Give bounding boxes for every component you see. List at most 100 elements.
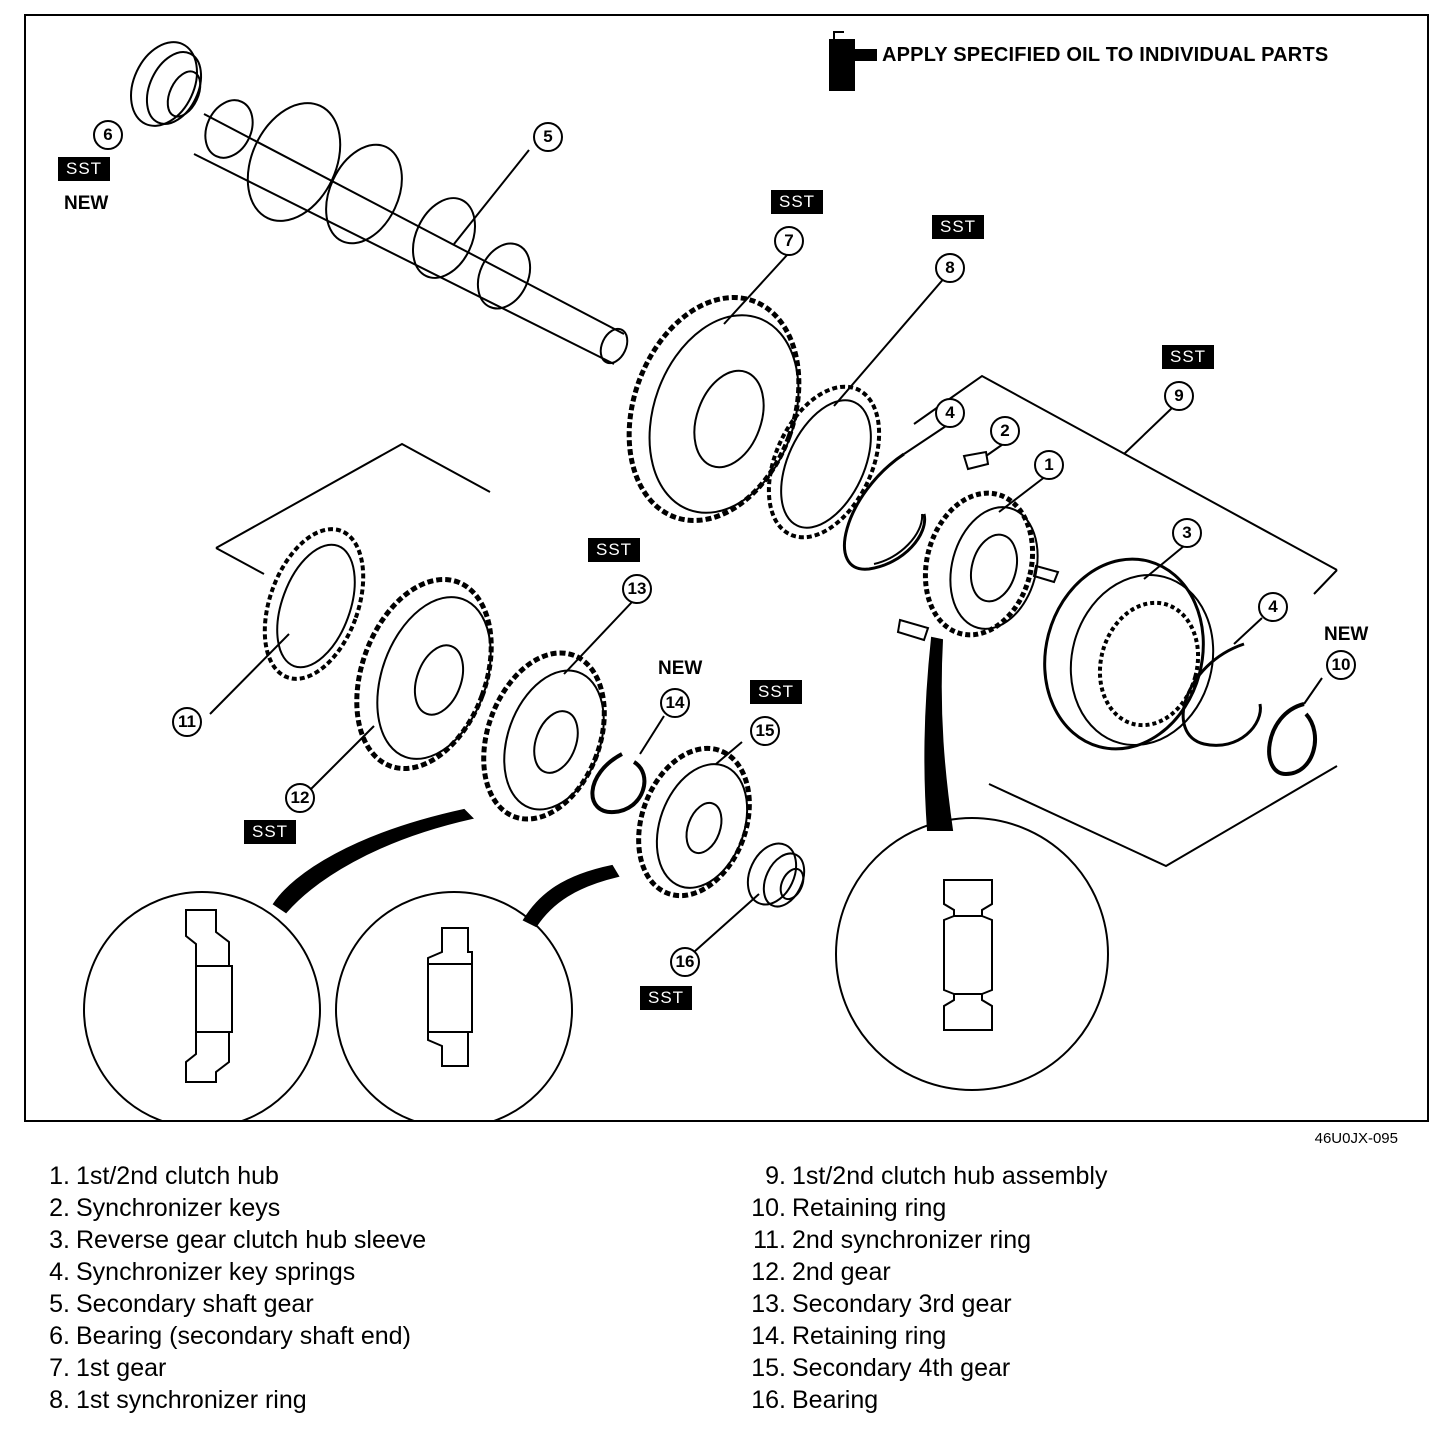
legend-item-text: Reverse gear clutch hub sleeve bbox=[76, 1226, 427, 1254]
callout-12: 12 bbox=[285, 783, 315, 813]
legend-item: 15.Secondary 4th gear bbox=[740, 1352, 1107, 1384]
sst-badge: SST bbox=[1162, 345, 1215, 369]
detail-circle-left bbox=[83, 891, 321, 1122]
key-profile-left bbox=[185, 909, 233, 1083]
legend-item-number: 12. bbox=[751, 1258, 786, 1286]
third-gear-drawing bbox=[481, 650, 607, 822]
sst-badge: SST bbox=[588, 538, 641, 562]
legend-item: 4.Synchronizer key springs bbox=[40, 1256, 426, 1288]
exploded-gear-diagram bbox=[83, 31, 1338, 1122]
legend-item-number: 7. bbox=[49, 1354, 70, 1382]
synchronizer-key-drawing bbox=[962, 450, 990, 471]
callout-6: 6 bbox=[93, 120, 123, 150]
legend-item: 16.Bearing bbox=[740, 1384, 1107, 1416]
sst-badge: SST bbox=[932, 215, 985, 239]
legend-item-text: Secondary 3rd gear bbox=[792, 1290, 1012, 1318]
detail-circle-middle bbox=[335, 891, 573, 1122]
new-label: NEW bbox=[64, 193, 109, 214]
retaining-ring-14-drawing bbox=[590, 752, 647, 815]
legend-item-number: 15. bbox=[751, 1354, 786, 1382]
callout-10: 10 bbox=[1326, 650, 1356, 680]
sst-badge: SST bbox=[58, 157, 111, 181]
key-profile-middle bbox=[427, 927, 473, 1067]
oil-instruction-note: APPLY SPECIFIED OIL TO INDIVIDUAL PARTS bbox=[882, 44, 1329, 66]
callout-7: 7 bbox=[774, 226, 804, 256]
legend-item: 10.Retaining ring bbox=[740, 1192, 1107, 1224]
callout-1: 1 bbox=[1034, 450, 1064, 480]
legend-item-number: 16. bbox=[751, 1386, 786, 1414]
legend-item-number: 14. bbox=[751, 1322, 786, 1350]
second-gear-drawing bbox=[354, 577, 494, 771]
callout-16: 16 bbox=[670, 947, 700, 977]
legend-item-number: 4. bbox=[49, 1258, 70, 1286]
sst-badge: SST bbox=[640, 986, 693, 1010]
synchronizer-ring-11-drawing bbox=[262, 527, 366, 681]
legend-item: 11.2nd synchronizer ring bbox=[740, 1224, 1107, 1256]
legend-item: 7.1st gear bbox=[40, 1352, 426, 1384]
synchronizer-ring-8-drawing bbox=[766, 384, 882, 540]
legend-item-text: Bearing bbox=[792, 1386, 879, 1414]
legend-item: 2.Synchronizer keys bbox=[40, 1192, 426, 1224]
figure-id: 46U0JX-095 bbox=[1314, 1130, 1398, 1147]
legend-item-number: 5. bbox=[49, 1290, 70, 1318]
callout-2: 2 bbox=[990, 416, 1020, 446]
legend-item: 6.Bearing (secondary shaft end) bbox=[40, 1320, 426, 1352]
legend-item-text: Retaining ring bbox=[792, 1322, 947, 1350]
legend-item-number: 1. bbox=[49, 1162, 70, 1190]
legend-item-number: 3. bbox=[49, 1226, 70, 1254]
legend-item-number: 13. bbox=[751, 1290, 786, 1318]
fourth-gear-drawing bbox=[636, 745, 752, 899]
callout-4: 4 bbox=[1258, 592, 1288, 622]
retaining-ring-10-drawing bbox=[1267, 702, 1317, 777]
legend-item-text: 1st synchronizer ring bbox=[76, 1386, 307, 1414]
legend-item-text: Secondary 4th gear bbox=[792, 1354, 1011, 1382]
sst-badge: SST bbox=[771, 190, 824, 214]
callout-13: 13 bbox=[622, 574, 652, 604]
key-profile-right bbox=[943, 879, 993, 1031]
callout-15: 15 bbox=[750, 716, 780, 746]
legend-item-number: 11. bbox=[753, 1226, 786, 1254]
hub-sleeve-drawing bbox=[1043, 557, 1215, 751]
legend-item-text: 1st/2nd clutch hub assembly bbox=[792, 1162, 1108, 1190]
oil-can-icon bbox=[829, 31, 877, 91]
legend-item: 1.1st/2nd clutch hub bbox=[40, 1160, 426, 1192]
sst-badge: SST bbox=[750, 680, 803, 704]
legend-item-text: 2nd gear bbox=[792, 1258, 891, 1286]
legend-item-text: Secondary shaft gear bbox=[76, 1290, 314, 1318]
legend-item: 12.2nd gear bbox=[740, 1256, 1107, 1288]
legend-item: 13.Secondary 3rd gear bbox=[740, 1288, 1107, 1320]
detail-circle-right bbox=[835, 817, 1109, 1091]
callout-5: 5 bbox=[533, 122, 563, 152]
legend-item-number: 8. bbox=[49, 1386, 70, 1414]
callout-11: 11 bbox=[172, 707, 202, 737]
legend-item-number: 10. bbox=[751, 1194, 786, 1222]
legend-item: 5.Secondary shaft gear bbox=[40, 1288, 426, 1320]
new-label: NEW bbox=[658, 658, 703, 679]
detail-pointer-left bbox=[272, 808, 474, 914]
new-label: NEW bbox=[1324, 624, 1369, 645]
bearing-16-drawing bbox=[746, 842, 806, 908]
legend-item-number: 9. bbox=[765, 1162, 786, 1190]
legend-item-text: Retaining ring bbox=[792, 1194, 947, 1222]
secondary-shaft-drawing bbox=[193, 99, 629, 365]
callout-4: 4 bbox=[935, 398, 965, 428]
legend-item-text: Bearing (secondary shaft end) bbox=[76, 1322, 411, 1350]
legend-item-text: 1st gear bbox=[76, 1354, 167, 1382]
left-bracket bbox=[215, 442, 491, 575]
legend-item: 8.1st synchronizer ring bbox=[40, 1384, 426, 1416]
key-spring-right-drawing bbox=[1181, 642, 1262, 747]
legend-item: 3.Reverse gear clutch hub sleeve bbox=[40, 1224, 426, 1256]
legend-item-number: 6. bbox=[49, 1322, 70, 1350]
key-spring-left-drawing bbox=[843, 452, 927, 571]
callout-3: 3 bbox=[1172, 518, 1202, 548]
detail-pointer-middle bbox=[522, 864, 620, 928]
legend-item-text: 2nd synchronizer ring bbox=[792, 1226, 1032, 1254]
legend-item-text: Synchronizer key springs bbox=[76, 1258, 356, 1286]
legend-item-number: 2. bbox=[49, 1194, 70, 1222]
legend-item: 9.1st/2nd clutch hub assembly bbox=[740, 1160, 1107, 1192]
sst-badge: SST bbox=[244, 820, 297, 844]
callout-8: 8 bbox=[935, 253, 965, 283]
callout-9: 9 bbox=[1164, 381, 1194, 411]
